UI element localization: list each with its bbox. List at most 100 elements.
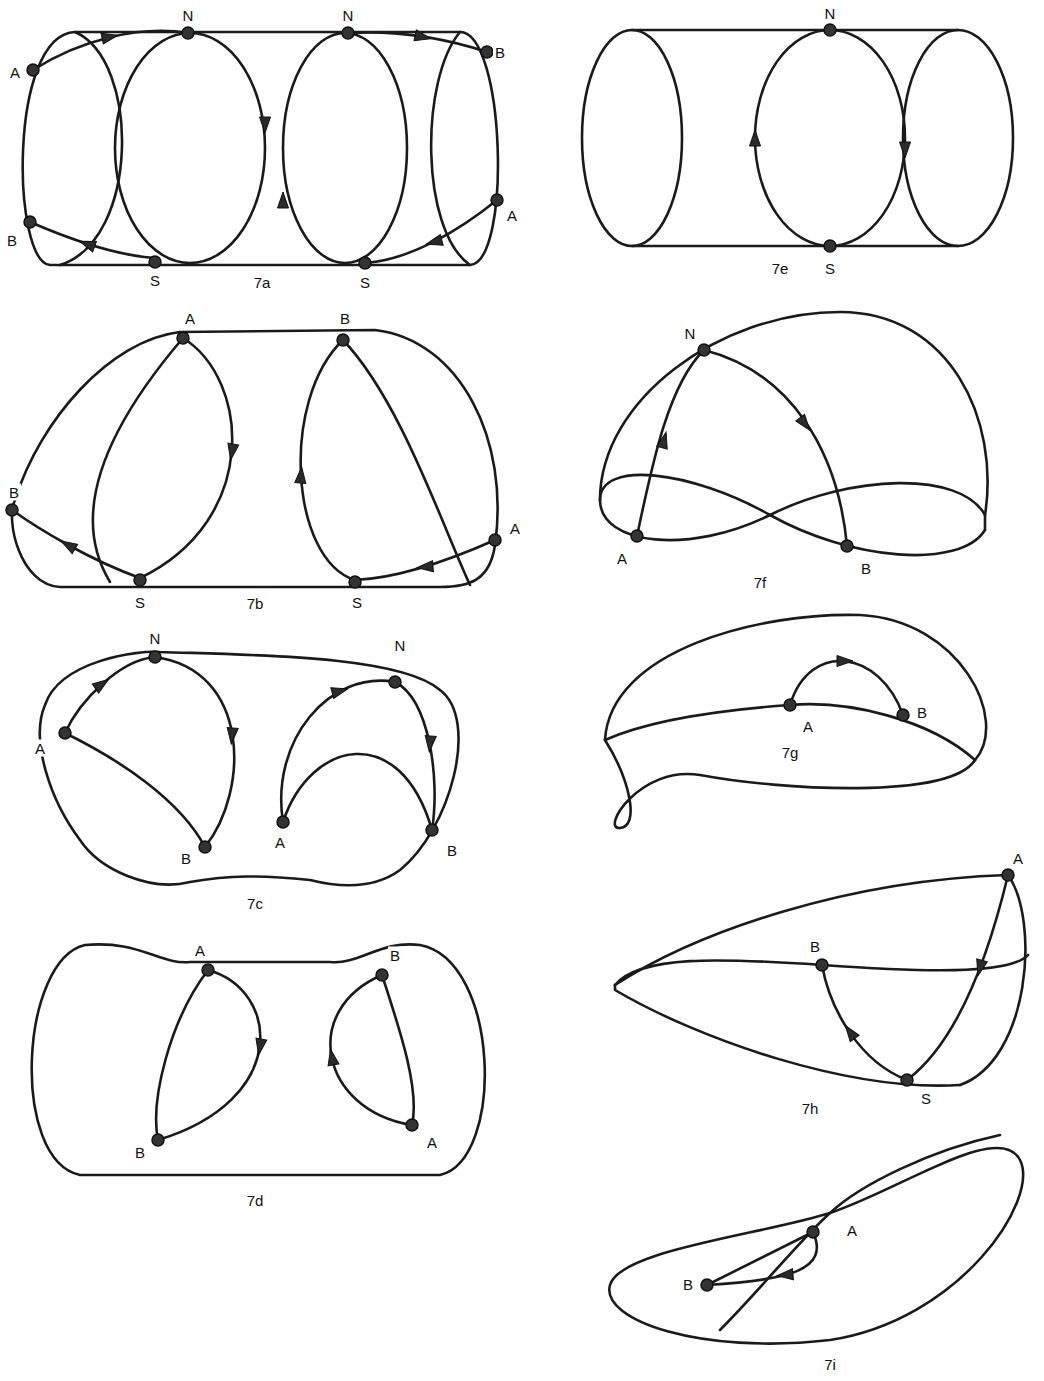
- figure-caption: 7c: [245, 895, 265, 912]
- surface-curve: [632, 245, 958, 248]
- point-label: N: [683, 325, 698, 342]
- figure-7f: [600, 312, 988, 555]
- point-dot: [59, 727, 71, 739]
- point-dot: [182, 27, 194, 39]
- point-dot: [342, 27, 354, 39]
- arrowhead: [657, 431, 672, 449]
- point-dot: [359, 257, 371, 269]
- surface-curve: [23, 32, 498, 265]
- surface-curve: [65, 657, 155, 733]
- surface-curve: [707, 1232, 813, 1285]
- figure-7i: [609, 1135, 1023, 1344]
- point-dot: [901, 1074, 913, 1086]
- surface-curve: [30, 222, 155, 258]
- surface-curve: [903, 30, 1013, 246]
- surface-curve: [615, 875, 1008, 985]
- arrowhead: [226, 728, 238, 745]
- surface-curve: [355, 540, 495, 580]
- point-label: A: [8, 64, 22, 81]
- surface-curve: [431, 32, 470, 265]
- surface-curve: [615, 955, 1028, 985]
- surface-curve: [156, 970, 208, 1140]
- point-dot: [698, 344, 710, 356]
- point-dot: [6, 504, 18, 516]
- point-label: B: [133, 1144, 147, 1161]
- surface-curve: [12, 330, 498, 587]
- point-label: S: [919, 1090, 933, 1107]
- surface-curve: [600, 475, 985, 555]
- surface-curve: [704, 350, 847, 546]
- point-label: S: [148, 272, 162, 289]
- figure-7e: [582, 24, 1013, 252]
- point-label: S: [823, 260, 837, 277]
- point-label: N: [393, 637, 408, 654]
- point-label: S: [358, 274, 372, 291]
- point-dot: [701, 1279, 713, 1291]
- point-label: A: [615, 550, 629, 567]
- arrowhead: [260, 117, 271, 133]
- surface-curve: [609, 1148, 1023, 1344]
- arrowhead: [331, 684, 349, 699]
- surface-curve: [582, 30, 682, 246]
- figure-caption: 7i: [822, 1356, 838, 1373]
- point-dot: [149, 651, 161, 663]
- point-dot: [784, 699, 796, 711]
- point-label: A: [425, 1134, 439, 1151]
- surface-curve: [60, 32, 122, 265]
- surface-curve: [283, 33, 407, 263]
- figure-7g: [605, 615, 986, 828]
- point-label: B: [338, 310, 352, 327]
- point-label: A: [801, 718, 815, 735]
- point-label: B: [7, 484, 21, 501]
- arrowhead: [295, 467, 307, 484]
- surface-curve: [720, 1135, 1000, 1330]
- point-dot: [481, 46, 493, 58]
- arrowhead: [414, 30, 432, 44]
- surface-curve: [615, 985, 960, 1086]
- point-dot: [349, 576, 361, 588]
- point-dot: [389, 676, 401, 688]
- point-label: B: [808, 938, 822, 955]
- surface-curve: [395, 682, 435, 830]
- point-dot: [406, 1119, 418, 1131]
- arrowhead: [253, 1038, 267, 1056]
- point-dot: [1002, 869, 1014, 881]
- surface-curve: [330, 975, 412, 1125]
- point-dot: [199, 841, 211, 853]
- arrowhead: [225, 443, 239, 461]
- point-label: S: [133, 594, 147, 611]
- surface-curve: [822, 965, 907, 1080]
- surface-curve: [65, 733, 205, 847]
- figure-caption: 7f: [752, 574, 769, 591]
- surface-curve: [33, 31, 188, 70]
- surface-curve: [790, 661, 903, 715]
- point-label: N: [181, 7, 196, 24]
- point-label: B: [859, 560, 873, 577]
- surface-curve: [40, 652, 459, 885]
- point-dot: [631, 530, 643, 542]
- point-dot: [149, 256, 161, 268]
- surface-curve: [115, 33, 265, 263]
- point-label: A: [193, 942, 207, 959]
- surface-curve: [158, 970, 260, 1140]
- point-label: A: [845, 1222, 859, 1239]
- figure-7h: [615, 869, 1028, 1086]
- arrowhead: [841, 1022, 859, 1041]
- surface-curve: [140, 338, 232, 578]
- figure-caption: 7b: [245, 595, 266, 612]
- point-dot: [489, 534, 501, 546]
- point-dot: [177, 332, 189, 344]
- point-label: A: [505, 207, 519, 224]
- figure-caption: 7h: [800, 1100, 821, 1117]
- point-label: N: [341, 7, 356, 24]
- arrowhead: [92, 675, 111, 693]
- surface-curve: [283, 754, 432, 830]
- figure-caption: 7d: [245, 1192, 266, 1209]
- surface-curve: [605, 740, 975, 828]
- point-label: B: [493, 44, 507, 61]
- point-label: B: [915, 704, 929, 721]
- surface-curve: [707, 1232, 817, 1285]
- arrowhead: [101, 30, 119, 44]
- point-dot: [426, 824, 438, 836]
- arrowhead: [750, 130, 761, 146]
